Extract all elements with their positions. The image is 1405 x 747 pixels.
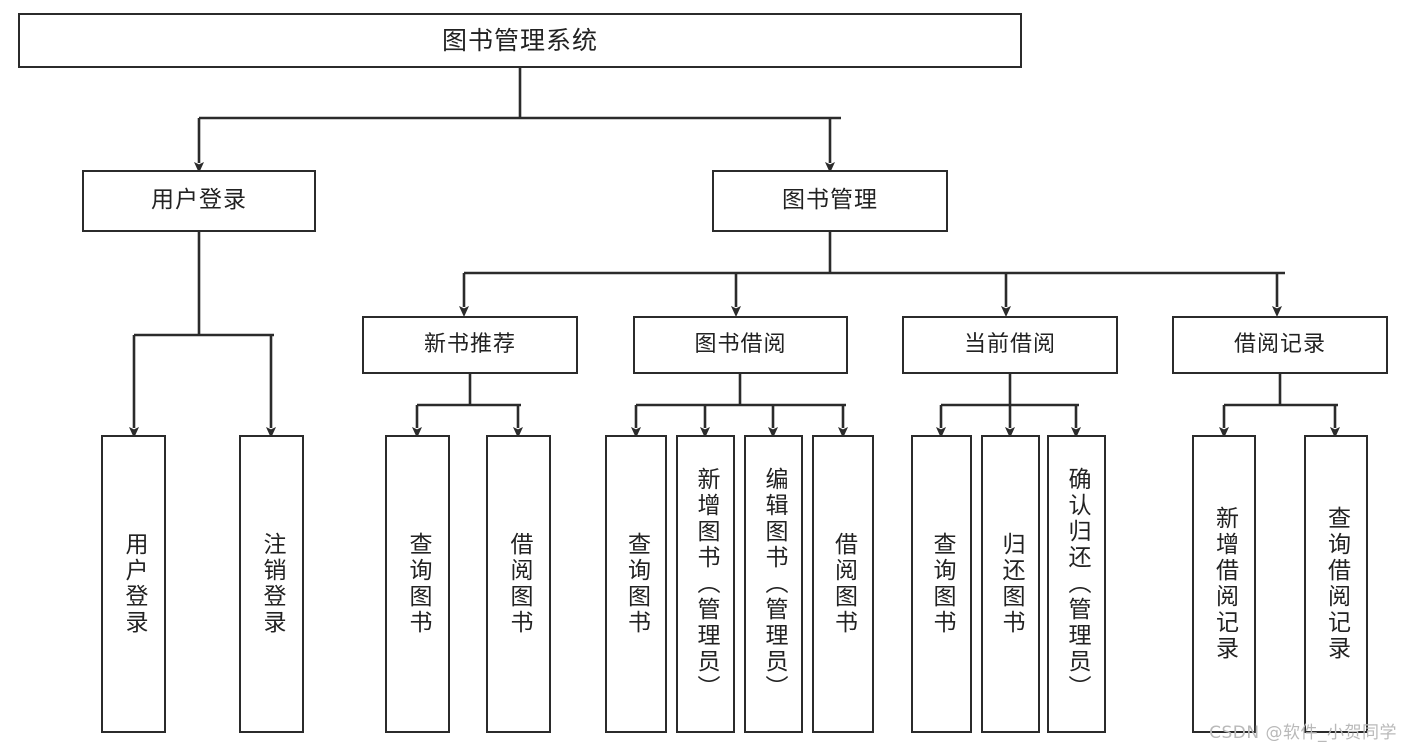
node-leaf-add-book-label: 新增图书（管理员） bbox=[693, 467, 719, 701]
node-user-login[interactable]: 用户登录 bbox=[82, 170, 316, 232]
node-borrow-record[interactable]: 借阅记录 bbox=[1172, 316, 1388, 374]
node-leaf-query-book-1-label: 查询图书 bbox=[405, 532, 431, 636]
node-user-login-label: 用户登录 bbox=[151, 187, 247, 214]
node-borrow-record-label: 借阅记录 bbox=[1233, 332, 1326, 358]
node-leaf-user-login[interactable]: 用户登录 bbox=[101, 435, 166, 733]
node-leaf-edit-book-label: 编辑图书（管理员） bbox=[761, 467, 787, 701]
node-leaf-borrow-book-1-label: 借阅图书 bbox=[506, 532, 532, 636]
node-leaf-borrow-book-2[interactable]: 借阅图书 bbox=[812, 435, 874, 733]
node-book-borrow[interactable]: 图书借阅 bbox=[633, 316, 848, 374]
node-book-borrow-label: 图书借阅 bbox=[694, 332, 787, 358]
node-leaf-add-record-label: 新增借阅记录 bbox=[1211, 506, 1238, 662]
node-leaf-query-book-2[interactable]: 查询图书 bbox=[605, 435, 667, 733]
node-root-label: 图书管理系统 bbox=[441, 25, 598, 55]
node-leaf-query-book-1[interactable]: 查询图书 bbox=[385, 435, 450, 733]
node-leaf-add-record[interactable]: 新增借阅记录 bbox=[1192, 435, 1256, 733]
node-leaf-query-book-3-label: 查询图书 bbox=[929, 532, 955, 636]
node-leaf-confirm-return-label: 确认归还（管理员） bbox=[1064, 467, 1090, 701]
node-leaf-add-book[interactable]: 新增图书（管理员） bbox=[676, 435, 735, 733]
node-leaf-query-record-label: 查询借阅记录 bbox=[1323, 506, 1350, 662]
node-current-borrow[interactable]: 当前借阅 bbox=[902, 316, 1118, 374]
node-leaf-user-logout-label: 注销登录 bbox=[259, 532, 285, 636]
node-root[interactable]: 图书管理系统 bbox=[18, 13, 1022, 68]
node-book-management-label: 图书管理 bbox=[782, 187, 878, 214]
node-leaf-user-login-label: 用户登录 bbox=[121, 532, 147, 636]
node-leaf-edit-book[interactable]: 编辑图书（管理员） bbox=[744, 435, 803, 733]
node-new-book-recommend-label: 新书推荐 bbox=[423, 332, 516, 358]
node-leaf-borrow-book-1[interactable]: 借阅图书 bbox=[486, 435, 551, 733]
node-leaf-query-book-2-label: 查询图书 bbox=[623, 532, 650, 636]
node-new-book-recommend[interactable]: 新书推荐 bbox=[362, 316, 578, 374]
node-leaf-return-book[interactable]: 归还图书 bbox=[981, 435, 1040, 733]
node-leaf-query-book-3[interactable]: 查询图书 bbox=[911, 435, 972, 733]
node-book-management[interactable]: 图书管理 bbox=[712, 170, 948, 232]
node-leaf-return-book-label: 归还图书 bbox=[998, 532, 1024, 636]
node-leaf-confirm-return[interactable]: 确认归还（管理员） bbox=[1047, 435, 1106, 733]
watermark-text: CSDN @软件_小贺同学 bbox=[1209, 723, 1397, 743]
node-current-borrow-label: 当前借阅 bbox=[963, 332, 1056, 358]
node-leaf-user-logout[interactable]: 注销登录 bbox=[239, 435, 304, 733]
node-leaf-query-record[interactable]: 查询借阅记录 bbox=[1304, 435, 1368, 733]
node-leaf-borrow-book-2-label: 借阅图书 bbox=[830, 532, 857, 636]
